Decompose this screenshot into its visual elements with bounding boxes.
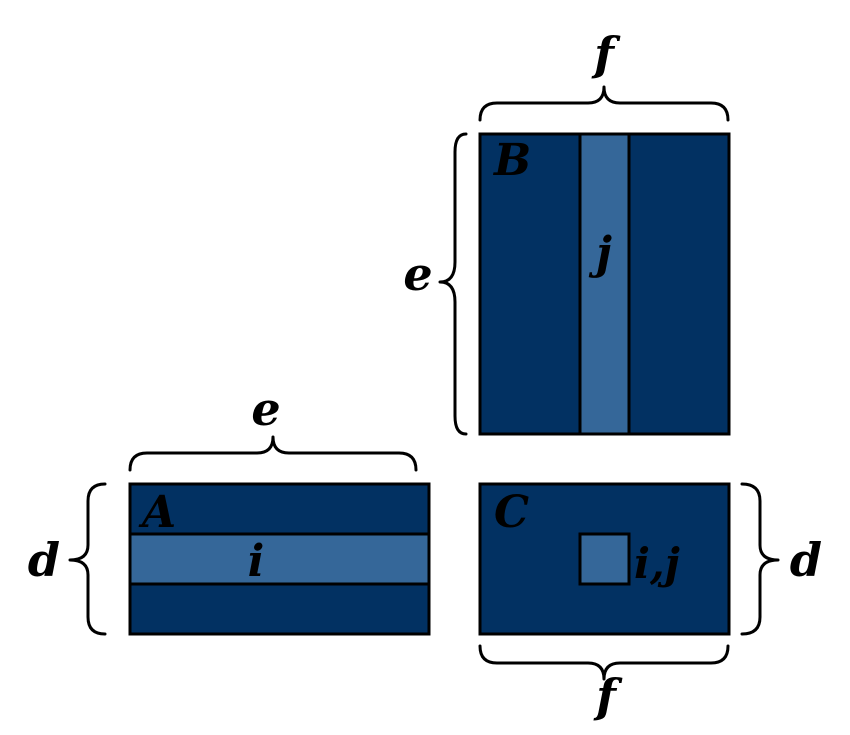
- dimension-b-left-label: e: [403, 247, 432, 301]
- brace-b-left: [438, 132, 468, 436]
- matrix-b: B j: [478, 132, 731, 436]
- brace-c-bottom: [478, 644, 730, 681]
- dimension-c-right-label: d: [790, 533, 822, 587]
- matrix-b-column-highlight: [578, 132, 631, 436]
- matrix-c-cell-highlight: [578, 532, 631, 586]
- dimension-a-top-label: e: [251, 382, 280, 436]
- dimension-c-bottom-label: f: [593, 669, 623, 723]
- brace-b-top: [478, 85, 730, 122]
- matrix-c: C i,j: [478, 482, 731, 636]
- matrix-a-row-highlight: [128, 532, 431, 586]
- matrix-c-cell-label: i,j: [634, 539, 680, 588]
- brace-a-top: [128, 435, 418, 472]
- dimension-b-top-label: f: [591, 27, 621, 81]
- matrix-b-label: B: [492, 135, 531, 186]
- matrix-a-label: A: [138, 487, 176, 538]
- brace-a-left: [68, 482, 107, 636]
- matrix-a-row-label: i: [248, 536, 265, 587]
- dimension-a-left-label: d: [28, 533, 60, 587]
- brace-c-right: [740, 482, 780, 636]
- matrix-a: A i: [128, 482, 431, 636]
- matrix-c-label: C: [494, 487, 529, 538]
